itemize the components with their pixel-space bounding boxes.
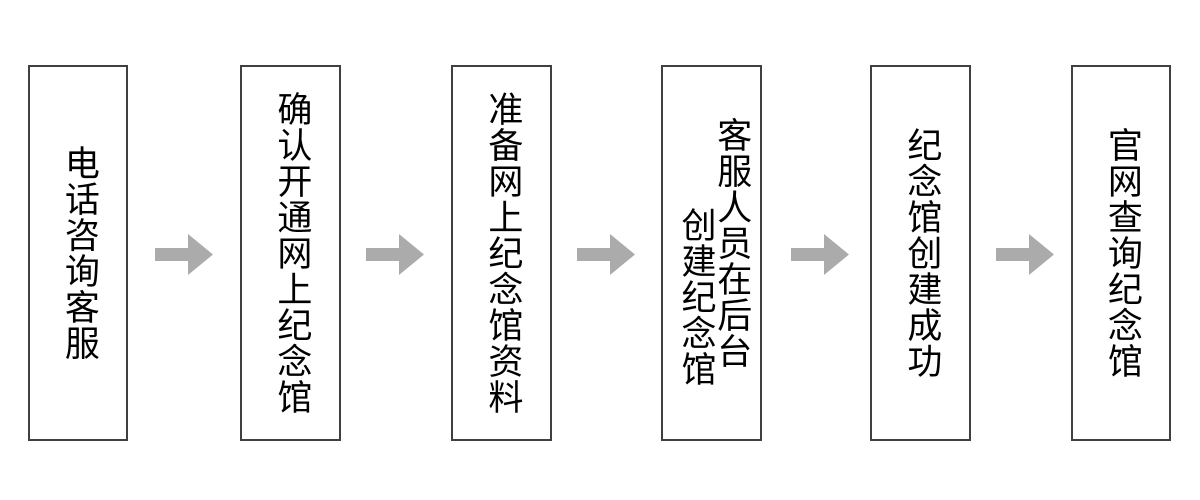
flow-node-query-memorial-on-official-site[interactable]: 官网查询纪念馆 [1071,65,1171,441]
flow-node-label: 准备网上纪念馆资料 [482,91,523,415]
flow-node-prepare-memorial-materials[interactable]: 准备网上纪念馆资料 [451,65,552,441]
flow-arrow-right-icon [155,234,213,275]
flow-arrow-right-icon [577,234,635,275]
flow-node-confirm-open-online-memorial[interactable]: 确认开通网上纪念馆 [240,65,341,441]
flow-arrow-right-icon [366,234,424,275]
flow-node-label-column-1: 客服人员在后台 [711,117,752,369]
flow-node-support-staff-creates-memorial[interactable]: 客服人员在后台 创建纪念馆 [661,65,762,441]
flow-node-label: 确认开通网上纪念馆 [271,91,312,415]
flow-node-memorial-created-successfully[interactable]: 纪念馆创建成功 [870,65,971,441]
flow-node-label-column-2: 创建纪念馆 [675,207,716,387]
flow-arrow-right-icon [791,234,849,275]
flow-node-phone-consult-support[interactable]: 电话咨询客服 [28,65,128,441]
flow-node-label: 官网查询纪念馆 [1101,127,1142,379]
flow-node-label: 纪念馆创建成功 [901,127,942,379]
flow-node-label: 电话咨询客服 [58,145,99,361]
flow-arrow-right-icon [996,234,1054,275]
